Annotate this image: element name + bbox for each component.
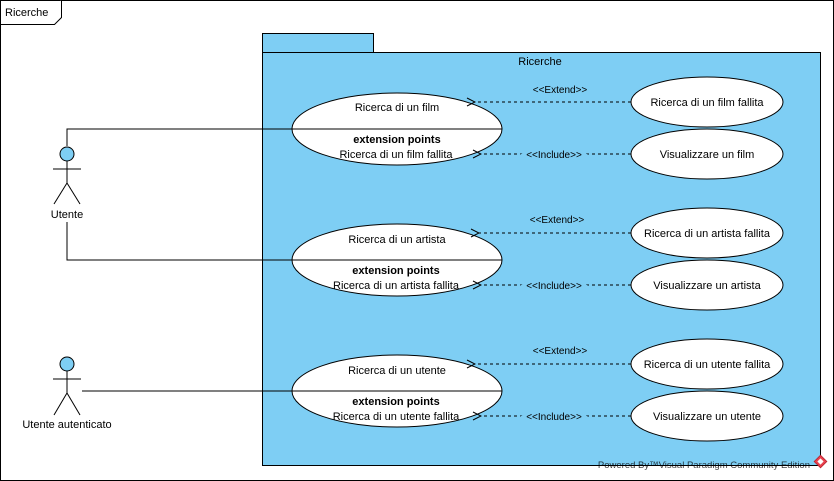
relation-label: <<Extend>>: [533, 346, 588, 357]
actor-utente-label: Utente: [51, 209, 83, 221]
relation-label: <<Extend>>: [533, 85, 588, 96]
usecase-title: Ricerca di un utente: [348, 365, 446, 377]
usecase-label: Visualizzare un artista: [653, 280, 761, 292]
visual-paradigm-logo-icon: [813, 454, 828, 469]
relation-label: <<Include>>: [526, 281, 582, 292]
extension-points-heading: extension points: [353, 134, 440, 146]
association-utente-ricerca-artista[interactable]: [66, 222, 292, 261]
relation-label: <<Include>>: [526, 150, 582, 161]
package-title: Ricerche: [518, 56, 561, 68]
frame-title: Ricerche: [5, 7, 48, 19]
relation-label: <<Extend>>: [530, 215, 585, 226]
usecase-label: Visualizzare un film: [660, 149, 755, 161]
usecase-artista-fallita[interactable]: Ricerca di un artista fallita: [630, 207, 784, 259]
frame-title-tab: [0, 0, 62, 25]
usecase-film-fallita[interactable]: Ricerca di un film fallita: [630, 76, 784, 128]
usecase-label: Ricerca di un utente fallita: [644, 359, 771, 371]
usecase-visualizzare-utente[interactable]: Visualizzare un utente: [630, 390, 784, 442]
extension-points-heading: extension points: [352, 396, 439, 408]
actor-utente-autenticato-label: Utente autenticato: [22, 419, 111, 431]
usecase-utente-fallita[interactable]: Ricerca di un utente fallita: [630, 338, 784, 390]
watermark-text: Powered By™Visual Paradigm Community Edi…: [598, 460, 810, 471]
extension-point: Ricerca di un film fallita: [339, 149, 453, 161]
usecase-ricerca-utente[interactable]: Ricerca di un utente extension points Ri…: [291, 354, 503, 428]
actor-utente-autenticato[interactable]: Utente autenticato: [22, 356, 112, 431]
usecase-title: Ricerca di un film: [355, 102, 439, 114]
actor-utente[interactable]: Utente: [51, 146, 83, 221]
extension-point: Ricerca di un utente fallita: [333, 411, 460, 423]
usecase-ricerca-film[interactable]: Ricerca di un film extension points Rice…: [291, 92, 503, 166]
usecase-label: Ricerca di un film fallita: [650, 97, 764, 109]
usecase-title: Ricerca di un artista: [348, 234, 446, 246]
package-tab[interactable]: [262, 33, 374, 53]
extension-point: Ricerca di un artista fallita: [333, 280, 460, 292]
extension-points-heading: extension points: [352, 265, 439, 277]
association-utente-ricerca-film[interactable]: [66, 128, 292, 146]
usecase-ricerca-artista[interactable]: Ricerca di un artista extension points R…: [291, 223, 503, 297]
usecase-visualizzare-film[interactable]: Visualizzare un film: [630, 128, 784, 180]
usecase-label: Ricerca di un artista fallita: [644, 228, 771, 240]
relation-label: <<Include>>: [526, 412, 582, 423]
usecase-visualizzare-artista[interactable]: Visualizzare un artista: [630, 259, 784, 311]
usecase-label: Visualizzare un utente: [653, 411, 761, 423]
